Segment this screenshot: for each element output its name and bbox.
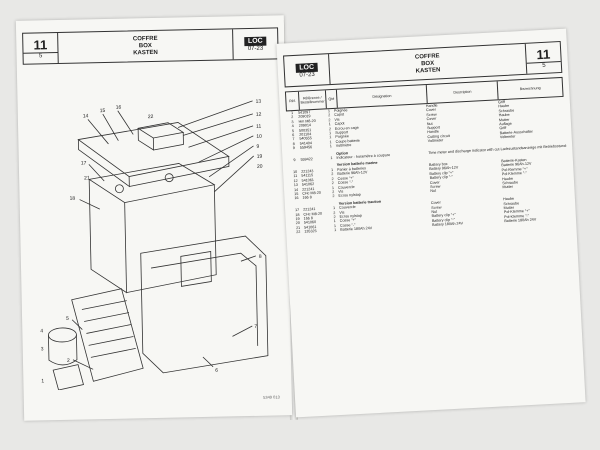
callout-10: 10 (256, 134, 262, 140)
battery-box-top (88, 163, 216, 204)
callout-3: 3 (41, 346, 44, 352)
clamp-part (52, 364, 84, 391)
callout-2: 2 (67, 358, 70, 364)
title-line-de: KASTEN (133, 49, 158, 56)
brand-logo: LOC (243, 36, 267, 46)
cell-qty: 1 (334, 228, 337, 233)
cell-part-number: 135325 (304, 229, 317, 234)
page-date: 07-23 (247, 45, 264, 52)
cover-side-shape (129, 156, 230, 187)
exploded-parts-diagram: 14 15 16 17 18 13 12 11 10 9 19 20 8 7 6… (40, 99, 269, 391)
figure-reference: 5349 013 (263, 394, 280, 400)
callout-4: 4 (40, 328, 43, 334)
battery-box-side (126, 184, 217, 293)
callout-18: 18 (70, 196, 76, 202)
callout-22: 22 (148, 114, 154, 120)
col-ref: Réf. (285, 91, 300, 111)
mount-plate (71, 288, 144, 382)
page-sub-right: 5 (542, 62, 546, 69)
page-date-right: 07-23 (299, 71, 315, 79)
page-sub: 5 (38, 53, 43, 60)
callout-13: 13 (256, 99, 262, 105)
col-part-number: Référence / Bestellnummer (298, 90, 327, 110)
callout-19: 19 (257, 154, 263, 160)
cell-ref: 9 (293, 158, 296, 163)
page-number-box: 11 5 (23, 32, 59, 64)
callout-14: 14 (83, 113, 89, 119)
callout-12: 12 (256, 112, 262, 118)
callout-11: 11 (256, 124, 262, 130)
cover-front-shape (77, 139, 130, 188)
cell-part-number: 559422 (300, 157, 313, 162)
cell-ref: 9 (292, 146, 296, 151)
callout-9: 9 (256, 144, 259, 150)
callout-21: 21 (84, 175, 90, 181)
frame-outline (140, 235, 269, 374)
callout-20: 20 (257, 164, 263, 170)
callout-8: 8 (259, 254, 262, 260)
callout-17: 17 (81, 160, 87, 166)
callout-6: 6 (215, 368, 218, 374)
battery-box-front (88, 179, 127, 294)
left-page: 11 5 COFFRE BOX KASTEN LOC 07-23 (15, 15, 293, 421)
left-header: 11 5 COFFRE BOX KASTEN LOC 07-23 (22, 27, 279, 65)
page-number-box-right: 11 5 (525, 42, 562, 74)
cell-ref: 22 (296, 230, 301, 235)
cylinder-part (48, 327, 77, 343)
callout-7: 7 (254, 324, 257, 330)
cell-part-number: 166 8 (302, 195, 312, 200)
page-number: 11 (23, 36, 58, 54)
page-title: COFFRE BOX KASTEN (58, 29, 234, 63)
cell-qty: 2 (332, 194, 335, 199)
cell-ref: 16 (294, 196, 299, 201)
right-page: LOC 07-23 COFFRE BOX KASTEN 11 5 Réf. Ré… (276, 28, 586, 418)
logo-box: LOC 07-23 (233, 28, 278, 59)
page-number-right: 11 (525, 46, 561, 64)
col-description: Description (426, 81, 499, 103)
col-bezeichnung: Bezeichnung (519, 86, 541, 92)
callout-1: 1 (41, 378, 44, 384)
callout-16: 16 (116, 105, 122, 111)
logo-box-right: LOC 07-23 (284, 54, 331, 87)
callout-15: 15 (100, 108, 106, 114)
page-title-right: COFFRE BOX KASTEN (329, 43, 528, 85)
cell-part-number: 559456 (299, 145, 313, 151)
cell-qty: 1 (329, 144, 332, 149)
title-line-de: KASTEN (415, 66, 441, 75)
callout-5: 5 (66, 316, 69, 322)
cell-qty: 1 (330, 156, 333, 161)
